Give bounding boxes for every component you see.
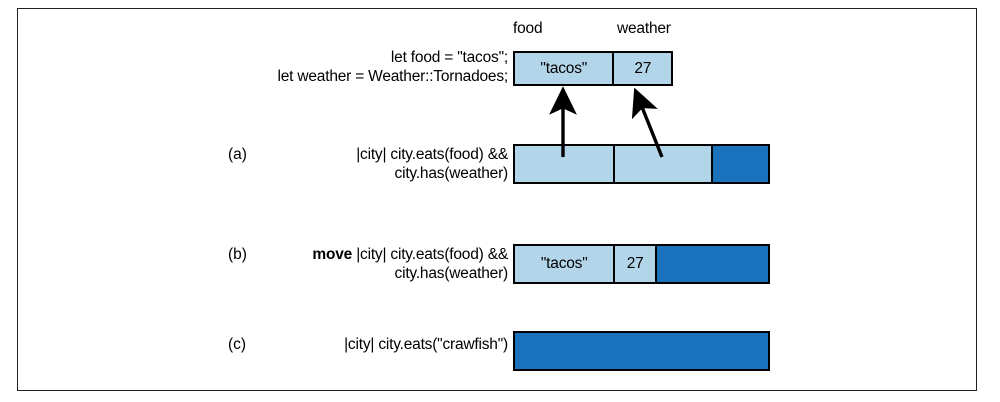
row-tag-b: (b) (228, 246, 247, 263)
row-tag-c: (c) (228, 336, 247, 353)
row-a-code-line-2: city.has(weather) (394, 165, 509, 182)
row-b-code-line-2: city.has(weather) (394, 265, 509, 282)
closure-a-slot-food (515, 146, 614, 182)
variable-cell-weather: 27 (612, 53, 671, 84)
row-b-code-line-1: move |city| city.eats(food) && (150, 246, 508, 265)
closure-a-slot-weather (613, 146, 711, 182)
closure-b-slot-food: "tacos" (515, 246, 614, 282)
row-b-move-keyword: move (312, 246, 357, 263)
variable-cell-food: "tacos" (515, 53, 613, 84)
variables-box: "tacos" 27 (513, 51, 673, 86)
closure-b-slot-body (654, 246, 769, 282)
let-food-line: let food = "tacos"; (390, 49, 508, 66)
closure-a-slot-body (710, 146, 768, 182)
row-b-code-text: |city| city.eats(food) && (356, 246, 508, 263)
closure-box-c (513, 331, 770, 371)
closure-box-a (513, 144, 770, 184)
row-a-code-line-1: |city| city.eats(food) && (356, 146, 508, 163)
row-tag-a: (a) (228, 146, 247, 163)
closure-b-slot-weather: 27 (613, 246, 655, 282)
let-weather-line: let weather = Weather::Tornadoes; (277, 68, 509, 85)
column-header-food: food (513, 20, 543, 37)
column-header-weather: weather (617, 20, 671, 37)
figure-frame (17, 8, 977, 391)
closure-box-b: "tacos" 27 (513, 244, 770, 284)
closure-c-slot-body (515, 333, 768, 369)
row-c-code-line-1: |city| city.eats("crawfish") (344, 336, 508, 353)
